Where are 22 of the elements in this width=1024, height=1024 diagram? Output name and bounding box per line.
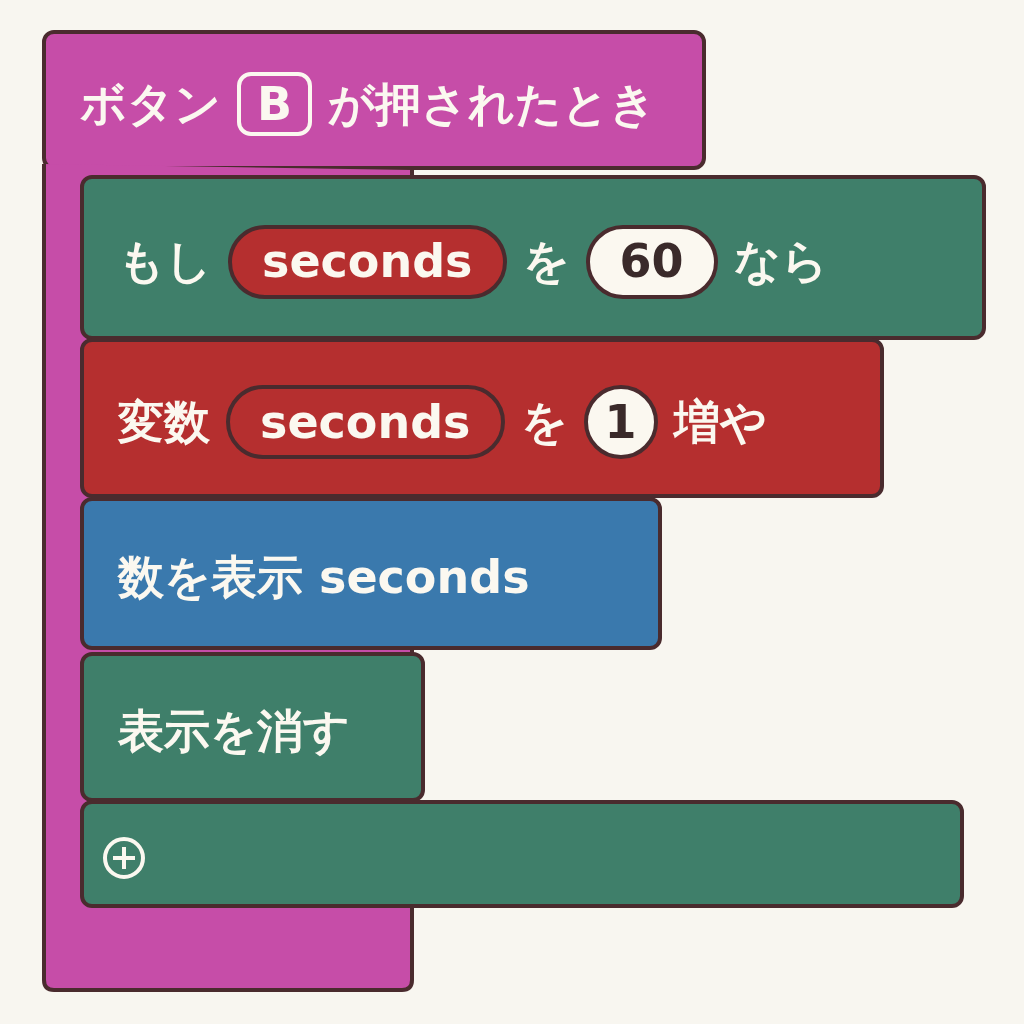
block-text: 表示を消す xyxy=(118,705,350,757)
block-text: を xyxy=(520,396,568,448)
dropdown-field xyxy=(237,72,313,136)
block-text: B xyxy=(257,78,293,130)
event-block xyxy=(42,30,706,170)
code-block xyxy=(80,800,964,908)
block-text: 60 xyxy=(619,236,684,287)
block-text: を xyxy=(522,236,570,287)
code-block xyxy=(80,338,884,498)
code-block xyxy=(80,497,662,650)
block-text: seconds xyxy=(260,396,471,448)
block-text: ボタン xyxy=(80,78,221,130)
code-block xyxy=(80,652,425,802)
block-text: seconds xyxy=(262,236,473,287)
block-text: 数を表示 seconds xyxy=(118,552,530,603)
block-text: なら xyxy=(733,236,828,287)
code-block xyxy=(80,175,986,340)
block-text: もし xyxy=(118,236,212,287)
block-text: 増や xyxy=(673,396,767,448)
block-text: 変数 xyxy=(118,396,210,448)
block-text: 1 xyxy=(604,396,637,448)
block-text: が押されたとき xyxy=(328,78,657,130)
